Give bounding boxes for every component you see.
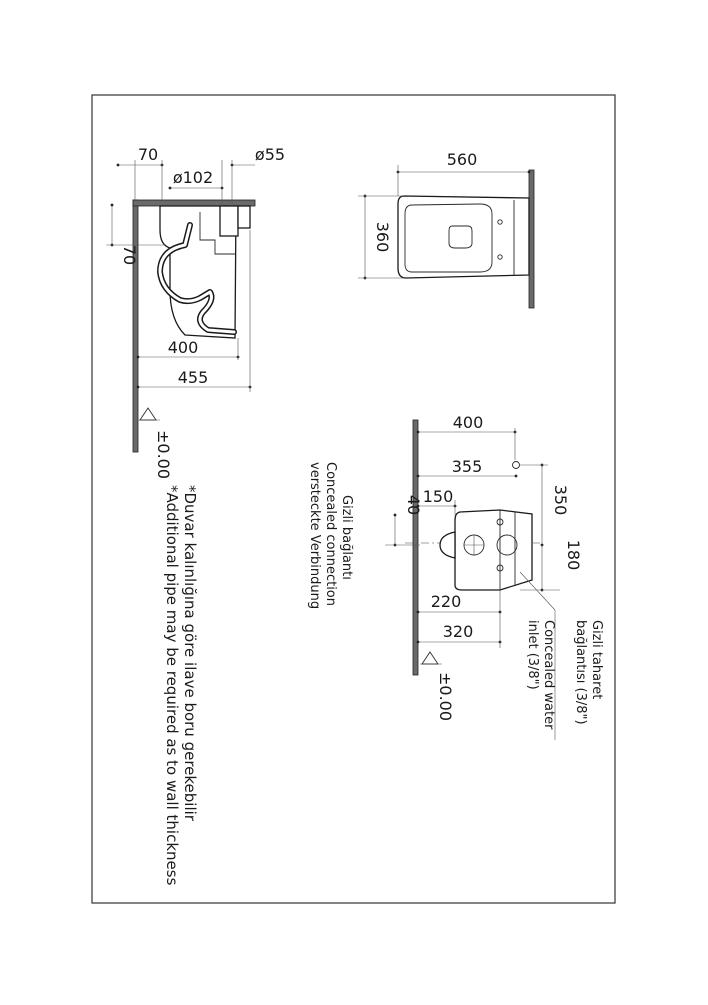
note-line-de: versteckte Verbindung	[307, 462, 322, 609]
front-dim-180: 180	[564, 540, 583, 571]
front-dim-320: 320	[443, 622, 474, 641]
top-view-seat	[404, 203, 493, 273]
concealed-water-note: Gizli taharet bağlantısı (3/8") Conceale…	[525, 620, 604, 730]
side-floor-level: ±0.00	[154, 430, 173, 479]
front-water-inlet	[512, 461, 520, 469]
top-view-bowl	[397, 195, 530, 279]
top-dim-360: 360	[373, 222, 392, 253]
top-view-wall	[528, 169, 535, 309]
water-note-line-2: bağlantısı (3/8")	[573, 620, 588, 725]
water-note-line-3: Concealed water	[541, 620, 556, 730]
side-dim-455: 455	[178, 368, 209, 387]
side-view-floor	[132, 199, 139, 453]
top-view-opening	[448, 225, 473, 249]
side-view-outlet	[199, 212, 235, 255]
front-dim-355: 355	[452, 457, 483, 476]
sheet-frame	[91, 94, 616, 904]
front-view: 400 355 150 40 350 180 220 320 ±0.00	[385, 413, 583, 740]
side-view-cistern-pipe	[237, 205, 251, 229]
side-dim-400: 400	[168, 338, 199, 357]
side-view: 70 ø55 ø102 70 400 455 ±0.00	[106, 145, 285, 479]
side-dim-70-left: 70	[120, 245, 139, 265]
side-dim-phi102: ø102	[173, 168, 213, 187]
footnote-en: *Additional pipe may be required as to w…	[163, 485, 181, 886]
front-dim-220: 220	[431, 592, 462, 611]
front-dim-40: 40	[404, 495, 423, 515]
note-line-tr: Gizli bağlantı	[339, 495, 354, 580]
side-view-trap-inner	[158, 223, 236, 334]
front-view-bowl	[454, 509, 533, 591]
footnote-tr: *Duvar kalınlığına göre ilave boru gerek…	[181, 485, 199, 822]
front-dim-350: 350	[551, 485, 570, 516]
top-view: 560 360	[358, 150, 535, 309]
concealed-connection-note: Gizli bağlantı Concealed connection vers…	[307, 462, 354, 609]
note-line-en: Concealed connection	[323, 462, 338, 606]
front-dim-400: 400	[453, 413, 484, 432]
front-view-outlet	[439, 531, 456, 559]
side-dim-70-top: 70	[138, 145, 158, 164]
front-view-floor	[412, 419, 419, 676]
water-note-line-4: inlet (3/8")	[525, 620, 540, 690]
front-floor-level: ±0.00	[436, 672, 455, 721]
side-dim-phi55: ø55	[255, 145, 285, 164]
footnotes: *Duvar kalınlığına göre ilave boru gerek…	[163, 485, 199, 886]
water-note-line-1: Gizli taharet	[589, 620, 604, 699]
side-view-wall	[132, 199, 256, 207]
top-dim-560: 560	[447, 150, 478, 169]
side-view-connector	[219, 205, 239, 237]
front-dim-150: 150	[423, 487, 454, 506]
